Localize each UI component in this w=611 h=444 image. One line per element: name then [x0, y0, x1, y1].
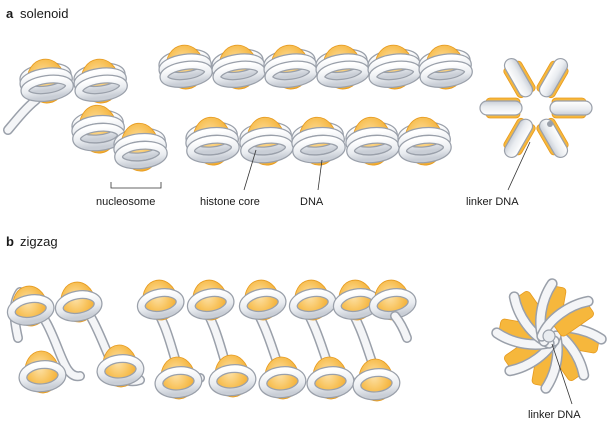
panel-b: b zigzag linker DNA — [6, 234, 607, 421]
linker-dna-b-leader — [551, 343, 573, 405]
solenoid-nucleosome — [19, 58, 74, 104]
solenoid-nucleosome — [367, 44, 422, 90]
solenoid-nucleosome — [73, 58, 128, 104]
solenoid-nucleosome — [211, 44, 266, 90]
solenoid-dna-wrap — [241, 135, 293, 163]
panel-b-title: zigzag — [20, 234, 58, 249]
solenoid-end-spoke — [503, 57, 536, 99]
solenoid-end-spoke — [503, 117, 536, 159]
label-nucleosome: nucleosome — [96, 196, 155, 208]
zigzag-nucleosome — [54, 281, 103, 323]
solenoid-end-spoke — [536, 57, 569, 99]
zigzag-nucleosome — [258, 356, 307, 400]
label-histone-core: histone core — [200, 196, 260, 208]
solenoid-end-view — [479, 57, 593, 159]
solenoid-end-spoke — [479, 97, 523, 119]
zigzag-dna-wrap — [307, 367, 354, 398]
solenoid-dna-wrap — [293, 135, 345, 163]
solenoid-nucleosome — [397, 116, 452, 166]
zigzag-dna-wrap — [138, 289, 184, 319]
zigzag-dna-wrap — [19, 361, 66, 392]
solenoid-dna-wrap — [115, 141, 167, 169]
solenoid-end-spoke — [536, 117, 569, 159]
zigzag-nucleosome — [208, 354, 257, 398]
solenoid-nucleosome — [263, 44, 318, 90]
histone-core-leader — [243, 149, 257, 191]
zigzag-dna-wrap — [8, 295, 54, 325]
dna-leader — [317, 159, 323, 191]
zigzag-end-view — [491, 278, 607, 394]
zigzag-nucleosome — [352, 358, 401, 402]
zigzag-dna-wrap — [290, 289, 336, 319]
zigzag-dna-wrap — [97, 355, 144, 386]
solenoid-nucleosome — [418, 44, 473, 90]
linker-dna-a-leader — [507, 141, 531, 191]
zigzag-dna-wrap — [259, 367, 306, 398]
solenoid-nucleosome — [158, 44, 213, 90]
solenoid-dna-wrap — [187, 135, 239, 163]
solenoid-nucleosome — [315, 44, 370, 90]
zigzag-dna-wrap — [188, 289, 234, 319]
zigzag-dna-wrap — [155, 367, 202, 398]
panel-a: a solenoid nucleosome histone core DNA l… — [3, 6, 593, 208]
zigzag-nucleosome — [6, 285, 55, 327]
label-dna: DNA — [300, 196, 324, 208]
panel-b-letter: b — [6, 234, 14, 249]
zigzag-nucleosome — [96, 344, 145, 388]
solenoid-nucleosome — [345, 116, 400, 166]
zigzag-nucleosome — [136, 279, 185, 321]
solenoid-end-spoke — [549, 97, 593, 119]
zigzag-dna-wrap — [56, 291, 102, 321]
zigzag-nucleosome — [238, 279, 287, 321]
zigzag-nucleosome — [18, 350, 67, 394]
zigzag-dna-wrap — [353, 369, 400, 400]
solenoid-nucleosome — [185, 116, 240, 166]
zigzag-dna-wrap — [209, 365, 256, 396]
solenoid-dna-wrap — [399, 135, 451, 163]
label-linker-dna-a: linker DNA — [466, 196, 519, 208]
zigzag-nucleosome — [306, 356, 355, 400]
zigzag-nucleosome — [288, 279, 337, 321]
panel-a-title: solenoid — [20, 6, 68, 21]
panel-a-letter: a — [6, 6, 14, 21]
label-linker-dna-b: linker DNA — [528, 409, 581, 421]
zigzag-nucleosome — [154, 356, 203, 400]
solenoid-dna-wrap — [347, 135, 399, 163]
solenoid-nucleosome — [113, 122, 168, 172]
solenoid-fiber — [19, 44, 473, 172]
solenoid-nucleosome — [239, 116, 294, 166]
zigzag-nucleosome — [186, 279, 235, 321]
zigzag-dna-wrap — [240, 289, 286, 319]
nucleosome-bracket — [110, 182, 162, 189]
solenoid-nucleosome — [291, 116, 346, 166]
zigzag-fiber — [6, 279, 417, 402]
